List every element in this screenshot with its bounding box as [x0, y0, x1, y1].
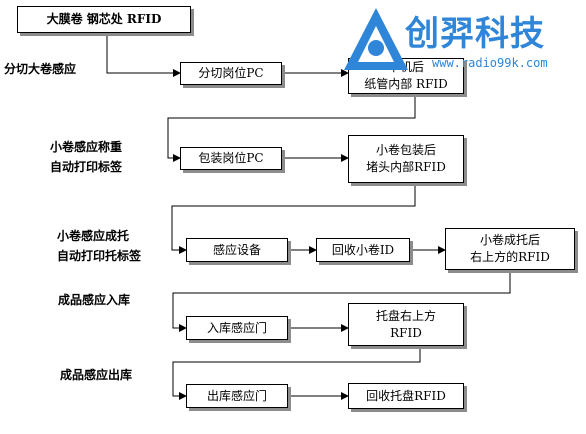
row3-middle-label: 回收小卷ID	[331, 242, 395, 257]
arrow-plug-to-sensor	[171, 183, 416, 254]
row5-station-label: 出库感应门	[206, 388, 267, 403]
row2-target-box: 小卷包装后 堵头内部RFID	[348, 135, 464, 183]
arrow-tray-to-outbound	[172, 346, 421, 400]
row3-station-box: 感应设备	[186, 238, 288, 262]
row2-station-box: 包装岗位PC	[180, 147, 282, 170]
row5-target-label: 回收托盘RFID	[366, 388, 446, 403]
brand-url: www.radio99k.com	[432, 56, 548, 70]
row1-station-box: 分切岗位PC	[180, 62, 282, 85]
brand-name: 创羿科技	[405, 14, 545, 54]
arrow-pallet-to-inbound	[172, 270, 511, 332]
row1-station-label: 分切岗位PC	[198, 66, 264, 80]
row5-station-box: 出库感应门	[186, 384, 288, 408]
row4-target-box: 托盘右上方 RFID	[348, 303, 464, 346]
row1-label: 分切大卷感应	[4, 62, 77, 76]
row3-target-box: 小卷成托后 右上方的RFID	[445, 228, 575, 270]
row5-label: 成品感应出库	[60, 368, 133, 382]
logo-mark-icon	[344, 8, 408, 70]
row5-target-box: 回收托盘RFID	[348, 383, 464, 409]
row2-target-label: 小卷包装后 堵头内部RFID	[366, 143, 446, 174]
top-box-label: 大膜卷 钢芯处 RFID	[46, 12, 162, 26]
row4-station-label: 入库感应门	[206, 320, 267, 335]
row3-label: 小卷感应成托 自动打印托标签	[57, 229, 142, 263]
row4-label: 成品感应入库	[58, 293, 131, 307]
top-box: 大膜卷 钢芯处 RFID	[17, 6, 191, 33]
row4-station-box: 入库感应门	[186, 316, 288, 340]
row4-target-label: 托盘右上方 RFID	[375, 308, 436, 340]
arrow-core-to-packing	[167, 94, 416, 162]
row3-middle-box: 回收小卷ID	[316, 238, 410, 262]
brand-logo	[340, 4, 586, 80]
row2-station-label: 包装岗位PC	[198, 151, 264, 165]
arrow-top-to-slitting	[106, 33, 181, 77]
row2-label: 小卷感应称重 自动打印标签	[50, 140, 123, 174]
row3-station-label: 感应设备	[212, 242, 261, 257]
row3-target-label: 小卷成托后 右上方的RFID	[470, 233, 550, 264]
